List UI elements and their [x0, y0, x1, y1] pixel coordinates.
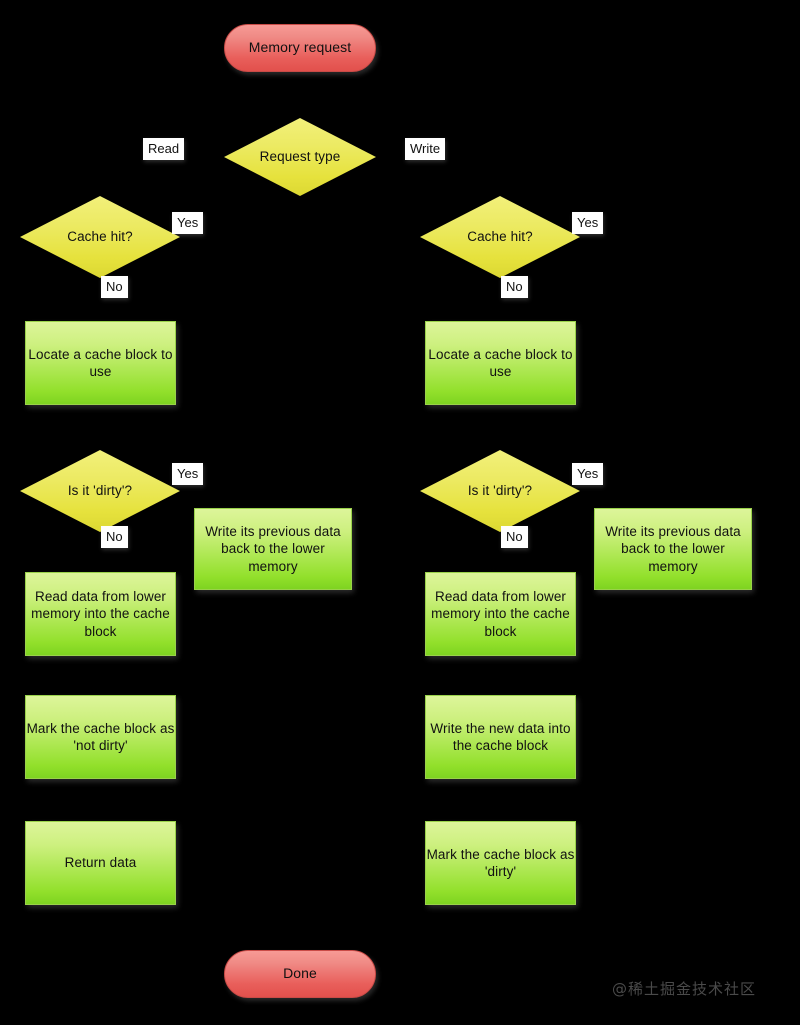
node-write-write-back[interactable]: Write its previous data back to the lowe…	[594, 508, 752, 590]
node-request-type-label: Request type	[259, 149, 341, 165]
node-write-cache-hit-label: Cache hit?	[467, 229, 533, 245]
node-read-write-back[interactable]: Write its previous data back to the lowe…	[194, 508, 352, 590]
edge-label-write-hit-no: No	[501, 276, 528, 298]
node-start[interactable]: Memory request	[224, 24, 376, 72]
edge-label-read-dirty-no-text: No	[106, 529, 123, 544]
edge-label-read-dirty-yes-text: Yes	[177, 466, 199, 481]
edge-label-write-hit-yes: Yes	[572, 212, 604, 234]
edge-label-write-dirty-yes-text: Yes	[577, 466, 599, 481]
node-write-cache-hit[interactable]: Cache hit?	[420, 196, 580, 278]
node-read-return-data[interactable]: Return data	[25, 821, 176, 905]
edge-label-write-dirty-no: No	[501, 526, 528, 548]
node-write-is-dirty[interactable]: Is it 'dirty'?	[420, 450, 580, 532]
node-write-read-data-label: Read data from lower memory into the cac…	[431, 589, 570, 639]
node-read-mark-not-dirty-label: Mark the cache block as 'not dirty'	[26, 720, 175, 753]
node-read-is-dirty-label: Is it 'dirty'?	[67, 483, 133, 499]
node-read-mark-not-dirty[interactable]: Mark the cache block as 'not dirty'	[25, 695, 176, 779]
edge-label-write-dirty-yes: Yes	[572, 463, 604, 485]
edge-label-write: Write	[405, 138, 446, 160]
node-write-write-new-data-label: Write the new data into the cache block	[430, 720, 571, 753]
edge-label-read-dirty-yes: Yes	[172, 463, 204, 485]
edge-label-read-hit-yes: Yes	[172, 212, 204, 234]
edge-label-write-hit-no-text: No	[506, 279, 523, 294]
node-write-is-dirty-label: Is it 'dirty'?	[467, 483, 533, 499]
edge-label-read-hit-yes-text: Yes	[177, 215, 199, 230]
node-write-read-data[interactable]: Read data from lower memory into the cac…	[425, 572, 576, 656]
watermark-text: @稀土掘金技术社区	[612, 980, 757, 998]
node-read-cache-hit[interactable]: Cache hit?	[20, 196, 180, 278]
node-end[interactable]: Done	[224, 950, 376, 998]
node-write-write-back-label: Write its previous data back to the lowe…	[605, 524, 741, 574]
node-read-is-dirty[interactable]: Is it 'dirty'?	[20, 450, 180, 532]
watermark: @稀土掘金技术社区	[612, 978, 756, 999]
node-write-locate-block[interactable]: Locate a cache block to use	[425, 321, 576, 405]
node-read-locate-block[interactable]: Locate a cache block to use	[25, 321, 176, 405]
node-read-locate-block-label: Locate a cache block to use	[28, 346, 173, 379]
node-read-write-back-label: Write its previous data back to the lowe…	[205, 524, 341, 574]
node-write-write-new-data[interactable]: Write the new data into the cache block	[425, 695, 576, 779]
node-read-read-data[interactable]: Read data from lower memory into the cac…	[25, 572, 176, 656]
edge-label-write-hit-yes-text: Yes	[577, 215, 599, 230]
edge-label-write-text: Write	[410, 141, 441, 156]
node-write-locate-block-label: Locate a cache block to use	[428, 346, 573, 379]
node-start-label: Memory request	[248, 39, 352, 56]
node-end-label: Done	[283, 965, 317, 982]
node-read-return-data-label: Return data	[64, 855, 137, 871]
edge-label-read-text: Read	[148, 141, 180, 156]
edge-label-read-hit-no: No	[101, 276, 128, 298]
node-request-type[interactable]: Request type	[224, 118, 376, 196]
node-write-mark-dirty[interactable]: Mark the cache block as 'dirty'	[425, 821, 576, 905]
edge-label-read-dirty-no: No	[101, 526, 128, 548]
node-read-read-data-label: Read data from lower memory into the cac…	[31, 589, 170, 639]
edge-label-read-hit-no-text: No	[106, 279, 123, 294]
node-read-cache-hit-label: Cache hit?	[67, 229, 133, 245]
node-write-mark-dirty-label: Mark the cache block as 'dirty'	[426, 846, 575, 879]
edge-label-read: Read	[143, 138, 185, 160]
edge-label-write-dirty-no-text: No	[506, 529, 523, 544]
